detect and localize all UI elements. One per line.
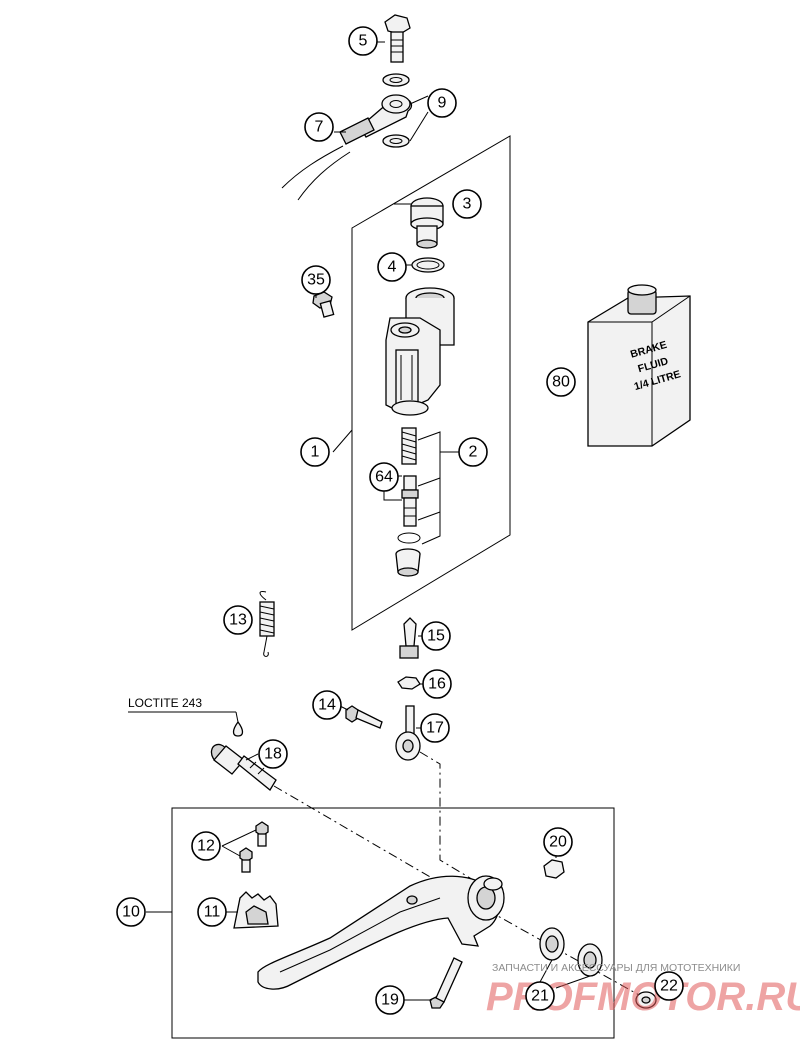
svg-text:3: 3: [463, 196, 472, 213]
callout-19: 19: [375, 985, 405, 1015]
banjo-bolt-part: [384, 14, 411, 63]
brake-fluid-bottle: BRAKE FLUID 1/4 LITRE: [587, 284, 691, 447]
svg-text:15: 15: [427, 628, 445, 645]
callout-13: 13: [223, 605, 253, 635]
svg-text:17: 17: [426, 720, 444, 737]
callout-35: 35: [301, 265, 331, 295]
svg-text:20: 20: [549, 834, 567, 851]
master-cylinder-housing-part: [385, 287, 455, 416]
callout-7: 7: [304, 112, 334, 142]
callout-11: 11: [197, 897, 227, 927]
piston-spring-part: [401, 427, 417, 465]
callout-15: 15: [421, 621, 451, 651]
callout-14: 14: [312, 690, 342, 720]
clevis-part: [395, 705, 421, 761]
callout-16: 16: [422, 669, 452, 699]
cup-seal-part: [395, 548, 421, 577]
svg-text:4: 4: [388, 259, 397, 276]
callout-17: 17: [420, 713, 450, 743]
svg-text:9: 9: [438, 95, 447, 112]
svg-text:7: 7: [315, 119, 324, 136]
svg-text:19: 19: [381, 992, 399, 1009]
callout-10: 10: [116, 897, 146, 927]
callout-22: 22: [654, 971, 684, 1001]
reservoir-fitting-part: [410, 197, 444, 249]
svg-text:12: 12: [197, 838, 215, 855]
brake-pedal-lever-part: [257, 875, 505, 990]
bracket-2: [417, 431, 441, 545]
nut-16-part: [397, 676, 421, 690]
screw-12-part: [239, 821, 269, 873]
screw-19-part: [429, 957, 463, 1009]
svg-text:2: 2: [469, 444, 478, 461]
svg-text:80: 80: [552, 374, 570, 391]
pivot-bolt-part: [210, 743, 277, 791]
svg-text:22: 22: [660, 978, 678, 995]
svg-text:5: 5: [359, 33, 368, 50]
svg-text:14: 14: [318, 697, 336, 714]
push-rod-part: [399, 617, 419, 659]
nut-20-part: [543, 859, 565, 879]
piston-part: [401, 475, 419, 527]
callout-80: 80: [546, 367, 576, 397]
alignment-line-clevis: [419, 751, 481, 885]
svg-text:1: 1: [311, 444, 320, 461]
watermark-tagline: ЗАПЧАСТИ И АКСЕССУАРЫ ДЛЯ МОТОТЕХНИКИ: [492, 962, 740, 974]
master-cylinder-group-frame: [351, 135, 511, 631]
svg-text:64: 64: [375, 469, 393, 486]
callout-20: 20: [543, 827, 573, 857]
callout-18: 18: [258, 739, 288, 769]
callout-64: 64: [369, 462, 399, 492]
callout-21: 21: [525, 981, 555, 1011]
svg-text:35: 35: [307, 272, 325, 289]
bushing-22-part: [635, 991, 657, 1009]
callout-12: 12: [191, 831, 221, 861]
svg-text:10: 10: [122, 904, 140, 921]
sealing-washer-top: [382, 73, 410, 87]
callout-9: 9: [427, 88, 457, 118]
svg-text:18: 18: [264, 746, 282, 763]
loctite-drop-icon: [232, 720, 244, 737]
return-spring-part: [259, 591, 275, 657]
screw-35-part: [312, 291, 335, 318]
callout-4: 4: [377, 252, 407, 282]
loctite-label: LOCTITE 243: [128, 696, 202, 710]
pedal-step-part: [233, 891, 279, 929]
callout-1: 1: [300, 437, 330, 467]
callout-3: 3: [452, 189, 482, 219]
circlip-part: [397, 532, 421, 544]
svg-text:11: 11: [204, 904, 221, 921]
svg-text:16: 16: [428, 676, 446, 693]
sealing-washer-bottom: [382, 134, 410, 148]
svg-text:13: 13: [229, 612, 247, 629]
callout-5: 5: [348, 26, 378, 56]
brake-pedal-group-frame: [171, 807, 615, 1039]
brake-hose-part: [281, 94, 413, 201]
screw-14-part: [345, 705, 383, 729]
svg-text:21: 21: [531, 988, 549, 1005]
callout-2: 2: [458, 437, 488, 467]
